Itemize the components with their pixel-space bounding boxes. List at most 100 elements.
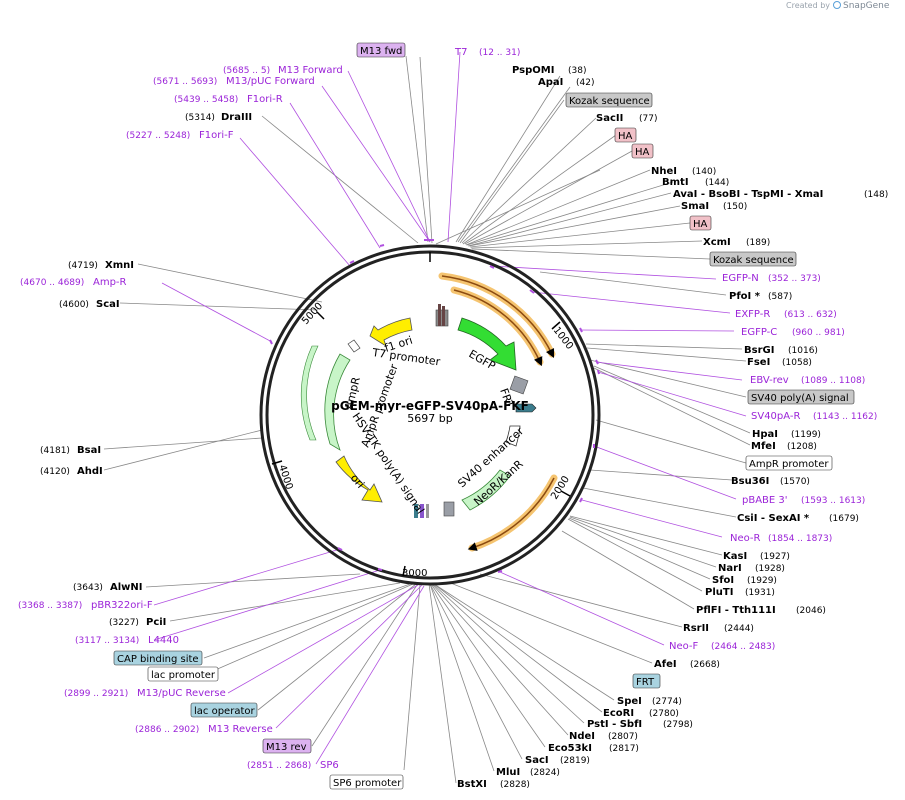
plasmid-size: 5697 bp [407,412,452,425]
label-cap: CAP binding site [117,654,199,665]
label-m13pucrev: M13/pUC Reverse [137,688,226,699]
label-pluti: PluTI [705,587,733,598]
label-avai: AvaI - BsoBI - TspMI - XmaI [673,189,823,200]
m13rev-box [262,738,312,754]
tick-label-1000: 1000 [551,325,575,352]
pos-pspomi: (38) [568,66,586,76]
feature-amprprom-white [505,425,521,447]
pos-sp6: (2851 .. 2868) [247,761,311,771]
feature-ampr [324,353,351,451]
pos-neor: (1854 .. 1873) [768,534,832,544]
label-m13pucforward: M13/pUC Forward [226,76,315,87]
pos-pbabe3: (1593 .. 1613) [801,496,865,506]
pos-fsei: (1058) [782,358,812,368]
label-f1orir: F1ori-R [247,94,283,105]
label-xmni: XmnI [105,260,134,271]
feature-label-egfp: EGFP [467,347,498,373]
label-lacprom: lac promoter [151,670,216,681]
label-nhei: NheI [651,166,677,177]
pos-ndei: (2807) [608,732,638,742]
label-bmti: BmtI [662,177,689,188]
label-sp6: SP6 [320,760,339,771]
label-ha1: HA [618,131,633,142]
feature-shapes [300,304,537,518]
credit-prefix: Created by [786,1,831,10]
label-kozak1: Kozak sequence [569,96,650,107]
kozak1-box [565,92,653,108]
label-egfpc: EGFP-C [741,327,777,338]
label-bsu36i: Bsu36I [731,476,769,487]
pos-m13forward: (5685 .. 5) [223,66,270,76]
pos-bsai: (4181) [40,446,70,456]
label-pbabe3: pBABE 3' [742,495,788,506]
pos-ampr: (4670 .. 4689) [20,278,84,288]
pos-bmti: (144) [705,178,729,188]
label-neor: Neo-R [730,533,761,544]
pos-alwni: (3643) [73,583,103,593]
label-ecori: EcoRI [603,708,634,719]
label-f1orif: F1ori-F [199,130,234,141]
label-neof: Neo-F [669,641,699,652]
label-t7: T7 [454,47,467,58]
feature-neokan [461,469,511,511]
label-ndei: NdeI [569,731,595,742]
pos-ecori: (2780) [649,709,679,719]
feature-gray-block [509,375,529,395]
label-fsei: FseI [747,357,770,368]
label-sacii: SacII [596,113,623,124]
pos-hpai: (1199) [791,430,821,440]
label-bsrgi: BsrGI [744,345,774,356]
pos-kasi: (1927) [760,552,790,562]
line-pspomi [455,75,561,243]
pos-pfoi: (587) [768,292,792,302]
credit-brand: SnapGene [843,1,890,11]
label-rsrii: RsrII [683,623,709,634]
snapgene-credit: Created by SnapGene [786,1,904,15]
label-alwni: AlwNI [110,582,143,593]
feature-ori [335,455,383,503]
label-m13fwd: M13 fwd [360,46,402,57]
feature-frt-small [515,403,537,413]
label-ha2: HA [635,147,650,158]
lacop-box [190,702,258,718]
tick-label-3000: 3000 [402,568,427,579]
label-m13reverse: M13 Reverse [208,724,273,735]
pos-sacii: (77) [639,114,657,124]
label-l4440: L4440 [148,635,179,646]
label-sp6prom: SP6 promoter [333,778,402,789]
ha3-box [689,215,712,231]
label-lacop: lac operator [194,706,255,717]
feature-f1ori [369,317,413,347]
label-m13forward: M13 Forward [278,65,343,76]
label-sfoi: SfoI [712,575,734,586]
pos-draiii: (5314) [185,113,215,123]
pos-sfoi: (1929) [747,576,777,586]
label-frt: FRT [636,677,655,688]
label-smai: SmaI [681,201,709,212]
pos-bsu36i: (1570) [780,477,810,487]
label-ebvrev: EBV-rev [750,375,789,386]
pos-m13reverse: (2886 .. 2902) [135,725,199,735]
pos-xmni: (4719) [68,261,98,271]
label-exfpr: EXFP-R [735,309,770,320]
label-xcmi: XcmI [703,237,731,248]
pos-scai: (4600) [59,300,89,310]
pos-mfei: (1208) [787,442,817,452]
label-sv40par: SV40pA-R [751,411,800,422]
pos-exfpr: (613 .. 632) [784,310,837,320]
pos-bstxi: (2828) [500,780,530,790]
plasmid-name: pGEM-myr-eGFP-SV40pA-FKF [331,399,529,413]
label-csii: CsiI - SexAI * [737,513,810,524]
pos-saci: (2819) [560,756,590,766]
pos-m13pucrev: (2899 .. 2921) [64,689,128,699]
pos-nari: (1928) [755,564,785,574]
label-sv40polya: SV40 poly(A) signal [751,393,849,404]
kozak2-box [709,251,797,267]
cap-box [113,650,203,666]
amprprom-box [745,455,833,471]
label-ahdi: AhdI [77,466,103,477]
lacprom-box [147,666,219,682]
connector-lines [103,55,751,784]
feature-label-frt: FRT [497,387,516,410]
